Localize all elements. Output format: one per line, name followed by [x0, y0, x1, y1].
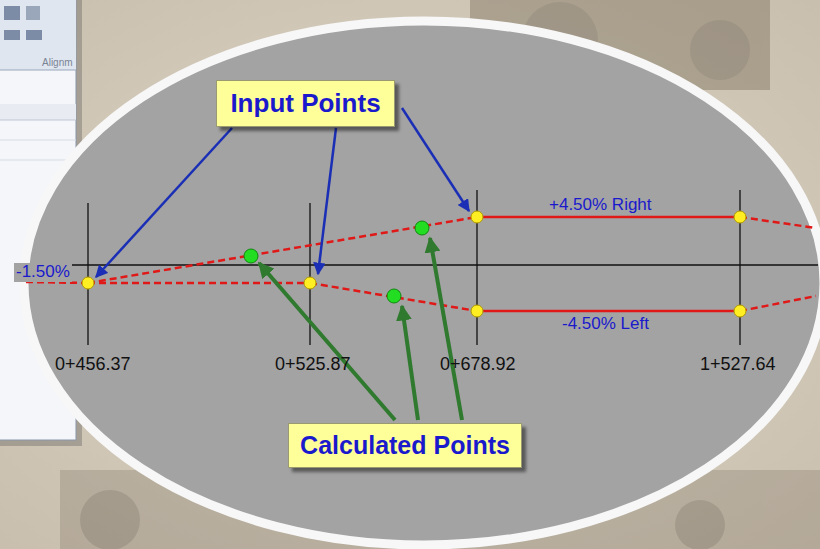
input-points-callout: Input Points: [216, 80, 395, 127]
input-point-dots: [82, 211, 746, 317]
station-label: 0+456.37: [53, 355, 133, 375]
callout-text: Input Points: [230, 88, 380, 119]
slope-label: -1.50%: [14, 263, 72, 282]
input-leader-arrows: [96, 108, 469, 277]
centerline: [26, 264, 818, 265]
station-lines: [88, 190, 740, 345]
ellipse-frame: [24, 21, 820, 545]
calculated-points-callout: Calculated Points: [288, 423, 522, 468]
calculated-point-dots: [244, 221, 429, 303]
ribbon-group-label: Alignm: [40, 57, 75, 68]
station-label: 0+678.92: [438, 355, 518, 375]
station-label: 0+525.87: [273, 355, 353, 375]
callout-text: Calculated Points: [300, 431, 510, 460]
calculated-leader-arrows: [259, 238, 462, 420]
station-label: 1+527.64: [698, 355, 778, 375]
slope-label: -4.50% Left: [560, 315, 651, 334]
slope-lines: [26, 217, 816, 311]
slope-label: +4.50% Right: [547, 196, 654, 215]
